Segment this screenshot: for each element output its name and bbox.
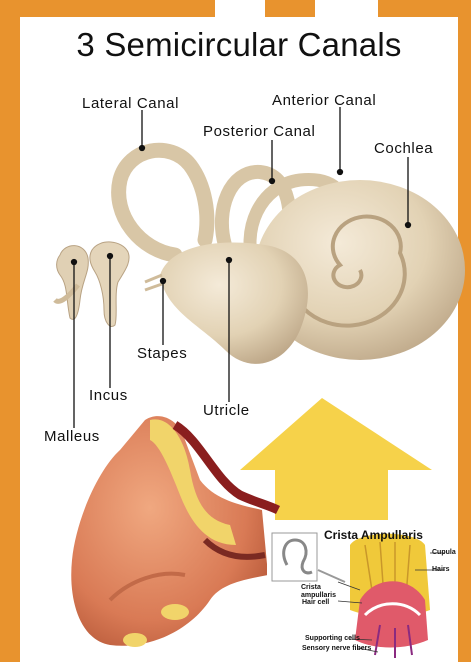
inset-label-sensory-nerve-fibers: Sensory nerve fibers (302, 645, 371, 653)
label-anterior-canal: Anterior Canal (272, 92, 376, 109)
inset-label-hairs: Hairs (432, 566, 450, 574)
stapes-shape (145, 275, 162, 290)
label-cochlea: Cochlea (374, 140, 433, 157)
label-lateral-canal: Lateral Canal (82, 95, 179, 112)
inset-label-crista-ampullaris: Crista ampullaris (301, 584, 341, 600)
inset-title: Crista Ampullaris (324, 528, 423, 542)
inset-label-hair-cell: Hair cell (302, 599, 329, 607)
label-incus: Incus (89, 387, 128, 404)
outer-ear-illustration (71, 416, 278, 647)
label-malleus: Malleus (44, 428, 100, 445)
slide-title: 3 Semicircular Canals (20, 26, 458, 64)
label-stapes: Stapes (137, 345, 187, 362)
pointing-arrow (240, 398, 432, 535)
inset-label-cupula: Cupula (432, 549, 456, 557)
malleus-shape (55, 246, 88, 320)
label-utricle: Utricle (203, 402, 250, 419)
inset-label-supporting-cells: Supporting cells (305, 635, 360, 643)
label-posterior-canal: Posterior Canal (203, 123, 315, 140)
lateral-canal-loop (119, 150, 207, 255)
